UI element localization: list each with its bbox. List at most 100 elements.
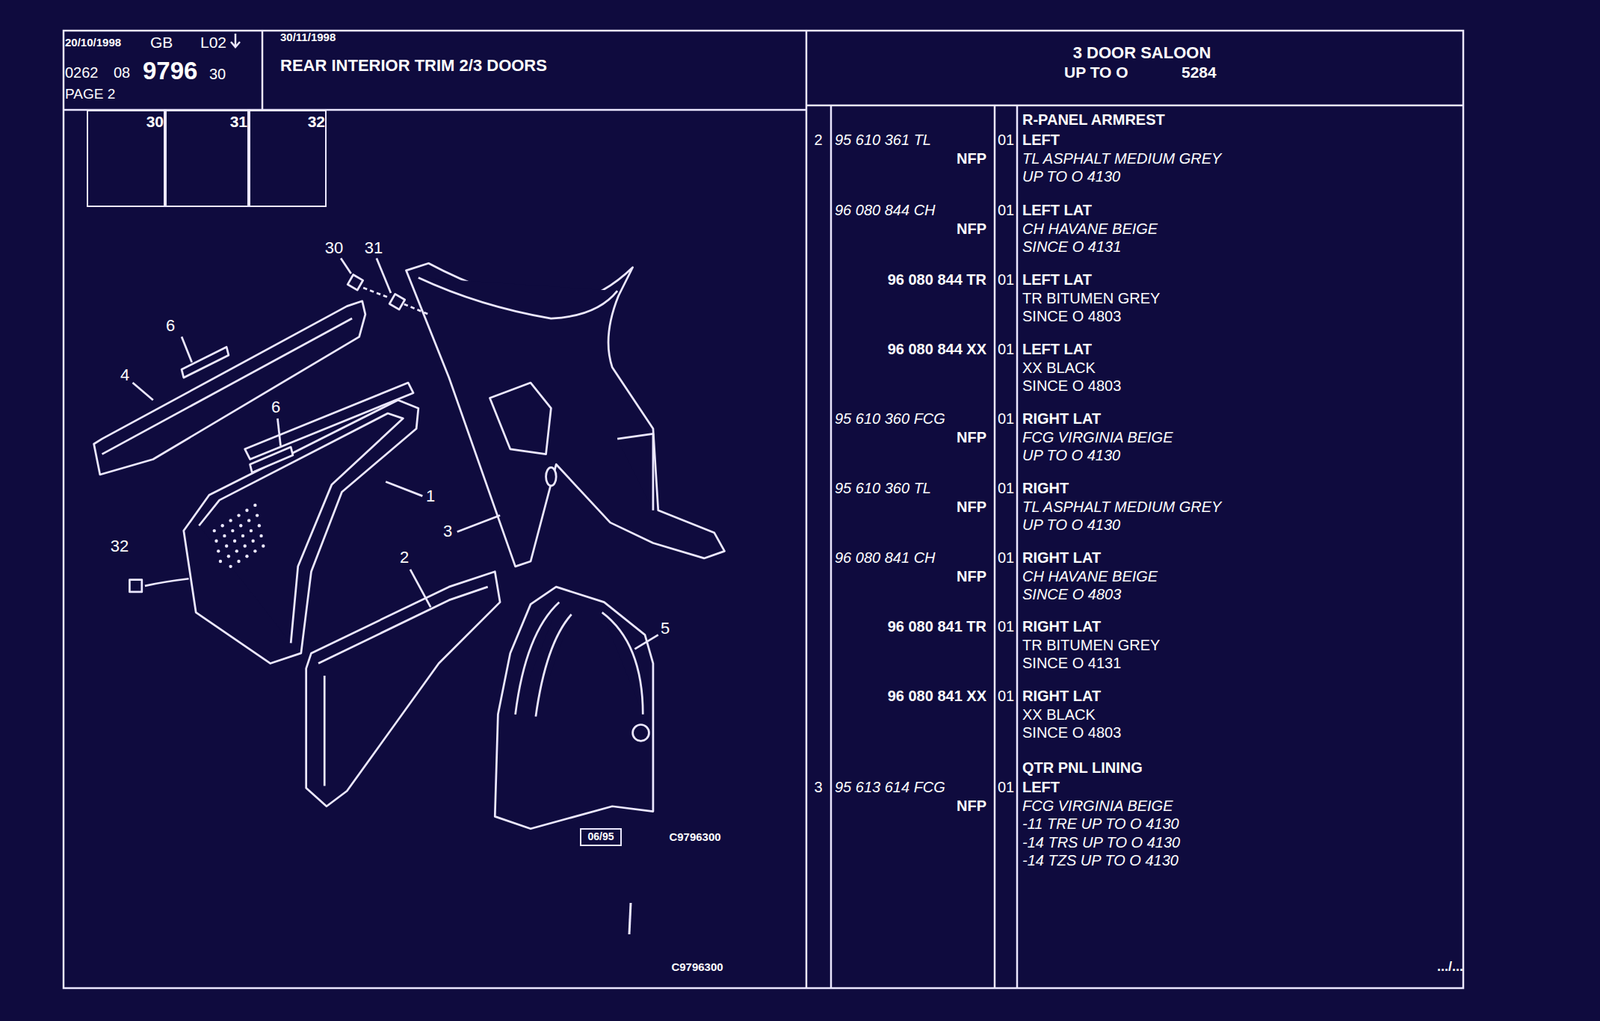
callout-number: 6 [271,398,281,417]
quarter-panel [405,263,725,567]
section-heading: R-PANEL ARMREST [1022,111,1166,128]
frame-lines [63,30,1464,988]
quantity: 01 [997,618,1015,635]
nfp-flag: NFP [956,498,987,515]
description: LEFT LAT [1022,340,1092,358]
header-text: 9796 [142,57,198,85]
leader-lines [634,634,658,649]
speaker-grille [216,549,220,553]
description: XX BLACK [1022,359,1096,376]
speaker-grille [236,513,240,517]
leader-lines [457,515,500,533]
leader-lines [133,257,659,649]
speaker-grille [257,523,261,527]
description: SINCE O 4803 [1022,585,1121,603]
frame-lines [629,902,631,935]
description: FCG VIRGINIA BEIGE [1022,428,1174,446]
part-number: 96 080 844 XX [887,340,987,358]
part-number: 95 610 360 TL [834,479,932,497]
header-text: 08 [113,64,131,81]
description: XX BLACK [1022,706,1096,723]
description: UP TO O 4130 [1022,516,1121,533]
speaker-grille [227,554,231,558]
trim-strip [94,301,366,475]
model-cell: 3 DOOR SALOONUP TO O5284 [806,30,1464,106]
quantity: 01 [997,271,1015,288]
description: CH HAVANE BEIGE [1022,567,1158,585]
wheel-arch-cover [515,602,644,717]
leader-lines [376,257,391,293]
description: SINCE O 4803 [1022,724,1121,741]
lower-trim [306,571,500,807]
speaker-grille [241,534,245,538]
description: -14 TZS UP TO O 4130 [1022,851,1179,869]
part-number: 96 080 841 CH [834,549,936,566]
header-text: 31 [230,112,248,131]
leader-lines [133,382,154,400]
speaker-grille [259,534,263,538]
header-text: 30 [146,112,164,131]
speaker-grille [228,518,232,522]
quantity: 01 [997,410,1015,427]
description: -11 TRE UP TO O 4130 [1022,815,1180,832]
fasteners [129,275,429,592]
description: RIGHT LAT [1022,618,1101,635]
description: -14 TRS UP TO O 4130 [1022,834,1181,851]
description: UP TO O 4130 [1022,168,1121,185]
parts-illustration [94,129,725,829]
title-cell: 30/11/1998REAR INTERIOR TRIM 2/3 DOORS [262,30,807,110]
description: CH HAVANE BEIGE [1022,220,1158,237]
speaker-grille [255,513,259,517]
speaker-grille [253,549,257,553]
leader-lines [340,257,352,273]
callout-number: 32 [110,537,129,556]
quarter-panel [405,263,725,567]
part-number: 95 613 614 FCG [834,778,946,796]
speaker-grille [212,529,216,533]
speaker-grille [230,529,234,533]
speaker-grille [236,559,240,563]
callout-number: 2 [399,548,409,567]
callout-number: 3 [443,522,453,541]
leader-lines [277,418,281,447]
speaker-grille [218,559,222,563]
quantity: 01 [997,201,1015,219]
description: SINCE O 4803 [1022,377,1121,394]
date-stamp-box: 06/95 [579,828,622,846]
fasteners [363,287,429,315]
header-text: 32 [307,112,326,131]
armrest-panel [245,382,414,459]
section-heading: NFP [956,797,987,814]
fasteners [389,293,406,310]
leader-lines [385,482,423,497]
fastener-box: 30 [86,109,166,208]
description: LEFT LAT [1022,201,1092,219]
quantity: 01 [997,687,1015,704]
part-number: 95 610 360 FCG [834,410,946,427]
header-text: 3 DOOR SALOON [1073,44,1212,63]
header-text: GB [150,33,173,51]
description: TL ASPHALT MEDIUM GREY [1022,150,1222,167]
description: SINCE O 4803 [1022,307,1121,325]
part-number: 95 610 361 TL [834,131,932,148]
frame-lines [830,105,833,988]
wheel-arch-cover [494,586,654,829]
fastener-box: 32 [248,109,327,208]
description: TL ASPHALT MEDIUM GREY [1022,498,1222,515]
speaker-grille [220,523,224,527]
part-number: 96 080 844 TR [887,271,987,288]
speaker-grille [239,523,243,527]
lower-trim [306,571,500,807]
speaker-grille [249,529,253,533]
description: RIGHT [1022,479,1069,497]
continued-mark: .../... [1437,959,1464,975]
frame-lines [805,30,808,988]
speaker-grille [251,539,255,543]
description: TR BITUMEN GREY [1022,289,1160,307]
part-number: 96 080 844 CH [834,201,936,219]
trim-strip [102,318,353,455]
description: SINCE O 4131 [1022,238,1121,255]
trim-strip [181,346,229,378]
speaker-grille [228,564,232,568]
header-text: 30 [209,65,226,83]
